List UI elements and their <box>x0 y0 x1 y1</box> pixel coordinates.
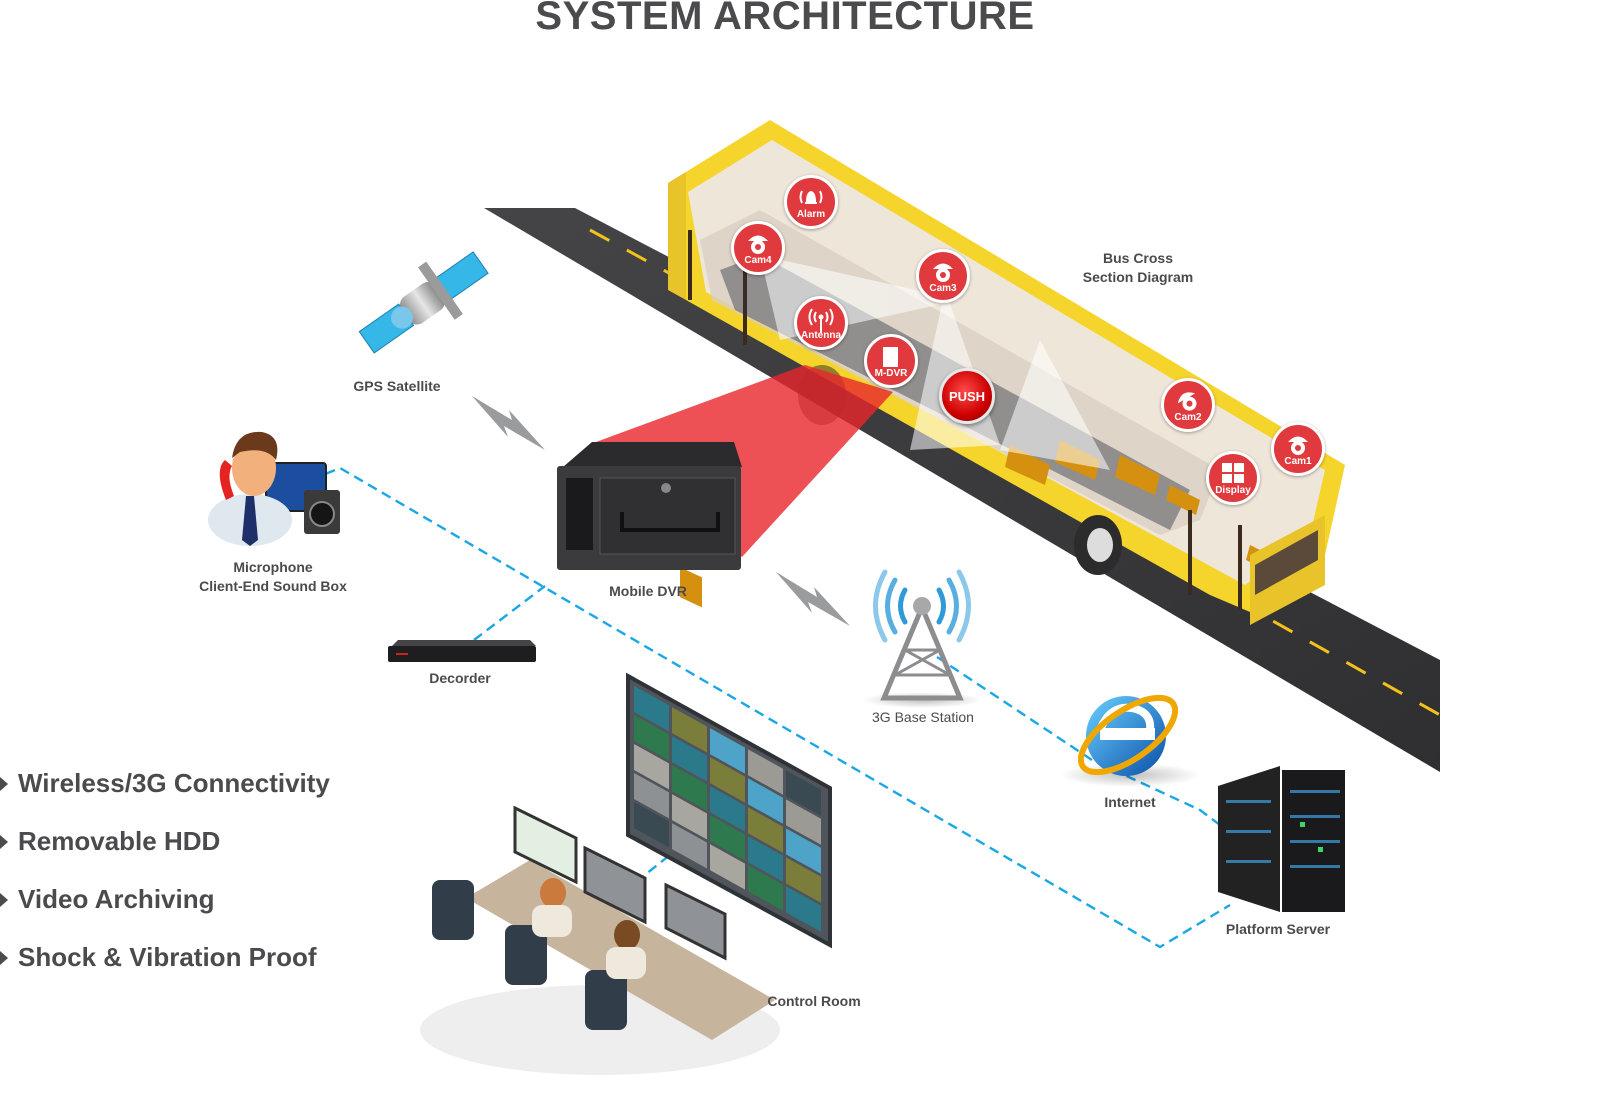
video-wall-tile <box>748 778 783 824</box>
feature-item: Shock & Vibration Proof <box>0 942 317 973</box>
microphone-label-line2: Client-End Sound Box <box>199 578 347 594</box>
video-wall-tile <box>786 828 821 874</box>
bullet-arrow-icon <box>0 834 8 849</box>
video-wall-tile <box>710 844 745 890</box>
gps-satellite-icon <box>358 251 489 354</box>
book-icon <box>883 347 898 367</box>
dome-camera-icon <box>933 263 953 282</box>
badge-label: Cam3 <box>929 283 957 294</box>
video-wall-tile <box>786 799 821 845</box>
video-wall-tile <box>748 749 783 795</box>
badge-cam3[interactable]: Cam3 <box>916 249 970 303</box>
video-wall-tile <box>748 865 783 911</box>
operator-avatar-icon <box>208 431 340 546</box>
feature-item: Removable HDD <box>0 826 220 857</box>
wireless-bolt-icon <box>472 396 850 626</box>
badge-cam4[interactable]: Cam4 <box>731 221 785 275</box>
mobile-dvr-device-icon <box>557 442 742 570</box>
bullet-arrow-icon <box>0 950 8 965</box>
dome-camera-icon <box>1177 392 1197 411</box>
bullet-arrow-icon <box>0 892 8 907</box>
link-decoder <box>473 585 546 641</box>
feature-text: Wireless/3G Connectivity <box>18 768 330 798</box>
badge-cam1[interactable]: Cam1 <box>1271 422 1325 476</box>
video-wall-tile <box>672 736 707 782</box>
badge-alarm[interactable]: Alarm <box>784 175 838 229</box>
internet-label: Internet <box>1104 794 1156 810</box>
bus-label-line1: Bus Cross <box>1102 250 1174 266</box>
video-wall-tile <box>634 715 669 761</box>
video-wall-tile <box>748 836 783 882</box>
video-wall-tile <box>672 794 707 840</box>
push-button[interactable]: PUSH <box>939 368 995 424</box>
gps-satellite-label: GPS Satellite <box>353 378 441 394</box>
video-wall-tile <box>672 765 707 811</box>
base-station-tower-icon <box>862 569 982 708</box>
video-wall-tile <box>786 886 821 932</box>
feature-item: Video Archiving <box>0 884 215 915</box>
push-button-label: PUSH <box>948 388 986 404</box>
dome-camera-icon <box>1288 436 1308 455</box>
base-station-label: 3G Base Station <box>872 709 974 725</box>
badge-label: Cam1 <box>1284 456 1312 467</box>
video-wall-tile <box>672 707 707 753</box>
feature-text: Shock & Vibration Proof <box>18 942 317 972</box>
decoder-device-icon <box>388 640 536 662</box>
video-wall-tile <box>710 728 745 774</box>
internet-browser-icon <box>1060 694 1200 787</box>
badge-label: Cam2 <box>1174 412 1202 423</box>
video-wall-tile <box>786 857 821 903</box>
video-wall-tile <box>748 807 783 853</box>
platform-server-rack-icon <box>1218 766 1345 912</box>
decoder-label: Decorder <box>429 670 491 686</box>
feature-text: Video Archiving <box>18 884 215 914</box>
control-room-label: Control Room <box>767 993 861 1009</box>
video-wall-tile <box>634 686 669 732</box>
microphone-label-line1: Microphone <box>233 559 313 575</box>
page-title: SYSTEM ARCHITECTURE <box>535 0 1035 38</box>
badge-display[interactable]: Display <box>1206 451 1260 505</box>
video-wall-tile <box>672 823 707 869</box>
feature-text: Removable HDD <box>18 826 221 856</box>
microphone-label: Microphone Client-End Sound Box <box>188 558 358 596</box>
video-wall-tile <box>786 770 821 816</box>
video-wall-tile <box>634 744 669 790</box>
bus-label-line2: Section Diagram <box>1082 269 1194 285</box>
grid-display-icon <box>1222 463 1244 483</box>
badge-label: Display <box>1215 485 1251 496</box>
dome-camera-icon <box>748 235 768 254</box>
badge-m-dvr[interactable]: M-DVR <box>864 334 918 388</box>
badge-label: Alarm <box>796 209 826 220</box>
badge-cam2[interactable]: Cam2 <box>1161 378 1215 432</box>
video-wall-tile <box>634 802 669 848</box>
bullet-arrow-icon <box>0 776 8 791</box>
mdvr-highlight-beam <box>596 365 893 557</box>
control-room-illustration <box>420 672 832 1075</box>
video-wall-tile <box>634 773 669 819</box>
badge-label: M-DVR <box>874 368 908 379</box>
video-wall-tile <box>710 757 745 803</box>
badge-label: Antenna <box>801 330 841 341</box>
antenna-icon <box>808 308 834 333</box>
mobile-dvr-label: Mobile DVR <box>609 583 687 599</box>
platform-server-label: Platform Server <box>1225 921 1331 937</box>
bell-icon <box>799 190 823 204</box>
badge-antenna[interactable]: Antenna <box>794 296 848 350</box>
video-wall-tile <box>710 815 745 861</box>
badge-label: Cam4 <box>744 255 772 266</box>
bus-label: Bus Cross Section Diagram <box>1078 249 1198 287</box>
feature-item: Wireless/3G Connectivity <box>0 768 330 799</box>
link-base-to-server <box>936 656 1221 826</box>
video-wall-tile <box>710 786 745 832</box>
